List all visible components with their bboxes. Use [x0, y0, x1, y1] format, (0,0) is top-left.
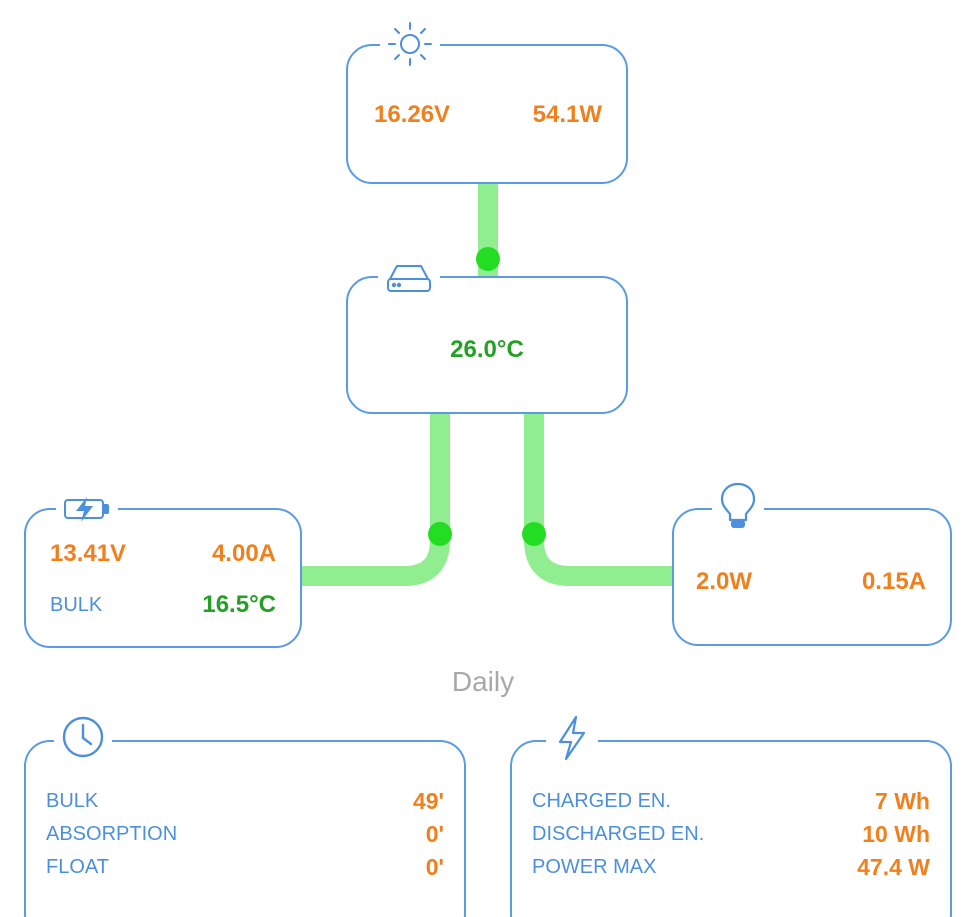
battery-charging-icon — [56, 494, 118, 524]
daily-energy-value: 10 Wh — [862, 821, 930, 847]
controller-to-battery-flow — [300, 412, 450, 586]
battery-card: 13.41V 4.00A BULK 16.5°C — [24, 494, 302, 648]
daily-time-value: 49' — [412, 788, 444, 814]
daily-time-row-absorption: ABSORPTION 0' — [46, 821, 444, 849]
load-flow-dot — [522, 522, 546, 546]
daily-time-card: BULK 49' ABSORPTION 0' FLOAT 0' — [24, 714, 466, 917]
battery-voltage: 13.41V — [50, 540, 127, 567]
daily-energy-value: 7 Wh — [875, 788, 930, 814]
sun-icon — [380, 20, 440, 68]
charge-controller-card: 26.0°C — [346, 262, 628, 414]
controller-to-load-flow — [524, 412, 676, 586]
lightning-icon — [546, 714, 598, 762]
daily-energy-value: 47.4 W — [857, 854, 930, 880]
load-current: 0.15A — [861, 568, 926, 595]
load-card: 2.0W 0.15A — [672, 480, 952, 646]
daily-time-row-float: FLOAT 0' — [46, 854, 444, 882]
daily-energy-label: CHARGED EN. — [532, 790, 671, 812]
solar-voltage: 16.26V — [374, 101, 451, 128]
clock-icon — [54, 714, 112, 760]
daily-energy-label: POWER MAX — [532, 856, 657, 878]
daily-time-label: FLOAT — [46, 856, 109, 878]
daily-time-value: 0' — [425, 854, 444, 880]
lightbulb-icon — [712, 480, 764, 532]
device-icon — [378, 262, 440, 296]
battery-current: 4.00A — [211, 540, 276, 567]
daily-energy-row-charged: CHARGED EN. 7 Wh — [532, 788, 930, 816]
daily-energy-row-power-max: POWER MAX 47.4 W — [532, 854, 930, 882]
controller-temperature: 26.0°C — [450, 336, 524, 363]
daily-heading: Daily — [451, 666, 515, 697]
daily-time-row-bulk: BULK 49' — [46, 788, 444, 816]
daily-energy-card: CHARGED EN. 7 Wh DISCHARGED EN. 10 Wh PO… — [510, 714, 952, 917]
load-power: 2.0W — [696, 568, 753, 595]
solar-power: 54.1W — [532, 101, 602, 128]
daily-time-label: BULK — [46, 790, 99, 812]
solar-flow-dot — [476, 247, 500, 271]
battery-temperature: 16.5°C — [202, 591, 276, 618]
solar-panel-card: 16.26V 54.1W — [346, 20, 628, 184]
daily-time-value: 0' — [425, 821, 444, 847]
battery-flow-dot — [428, 522, 452, 546]
battery-charge-state: BULK — [50, 594, 103, 616]
daily-energy-label: DISCHARGED EN. — [532, 823, 705, 845]
daily-energy-row-discharged: DISCHARGED EN. 10 Wh — [532, 821, 930, 849]
daily-time-label: ABSORPTION — [46, 823, 178, 845]
